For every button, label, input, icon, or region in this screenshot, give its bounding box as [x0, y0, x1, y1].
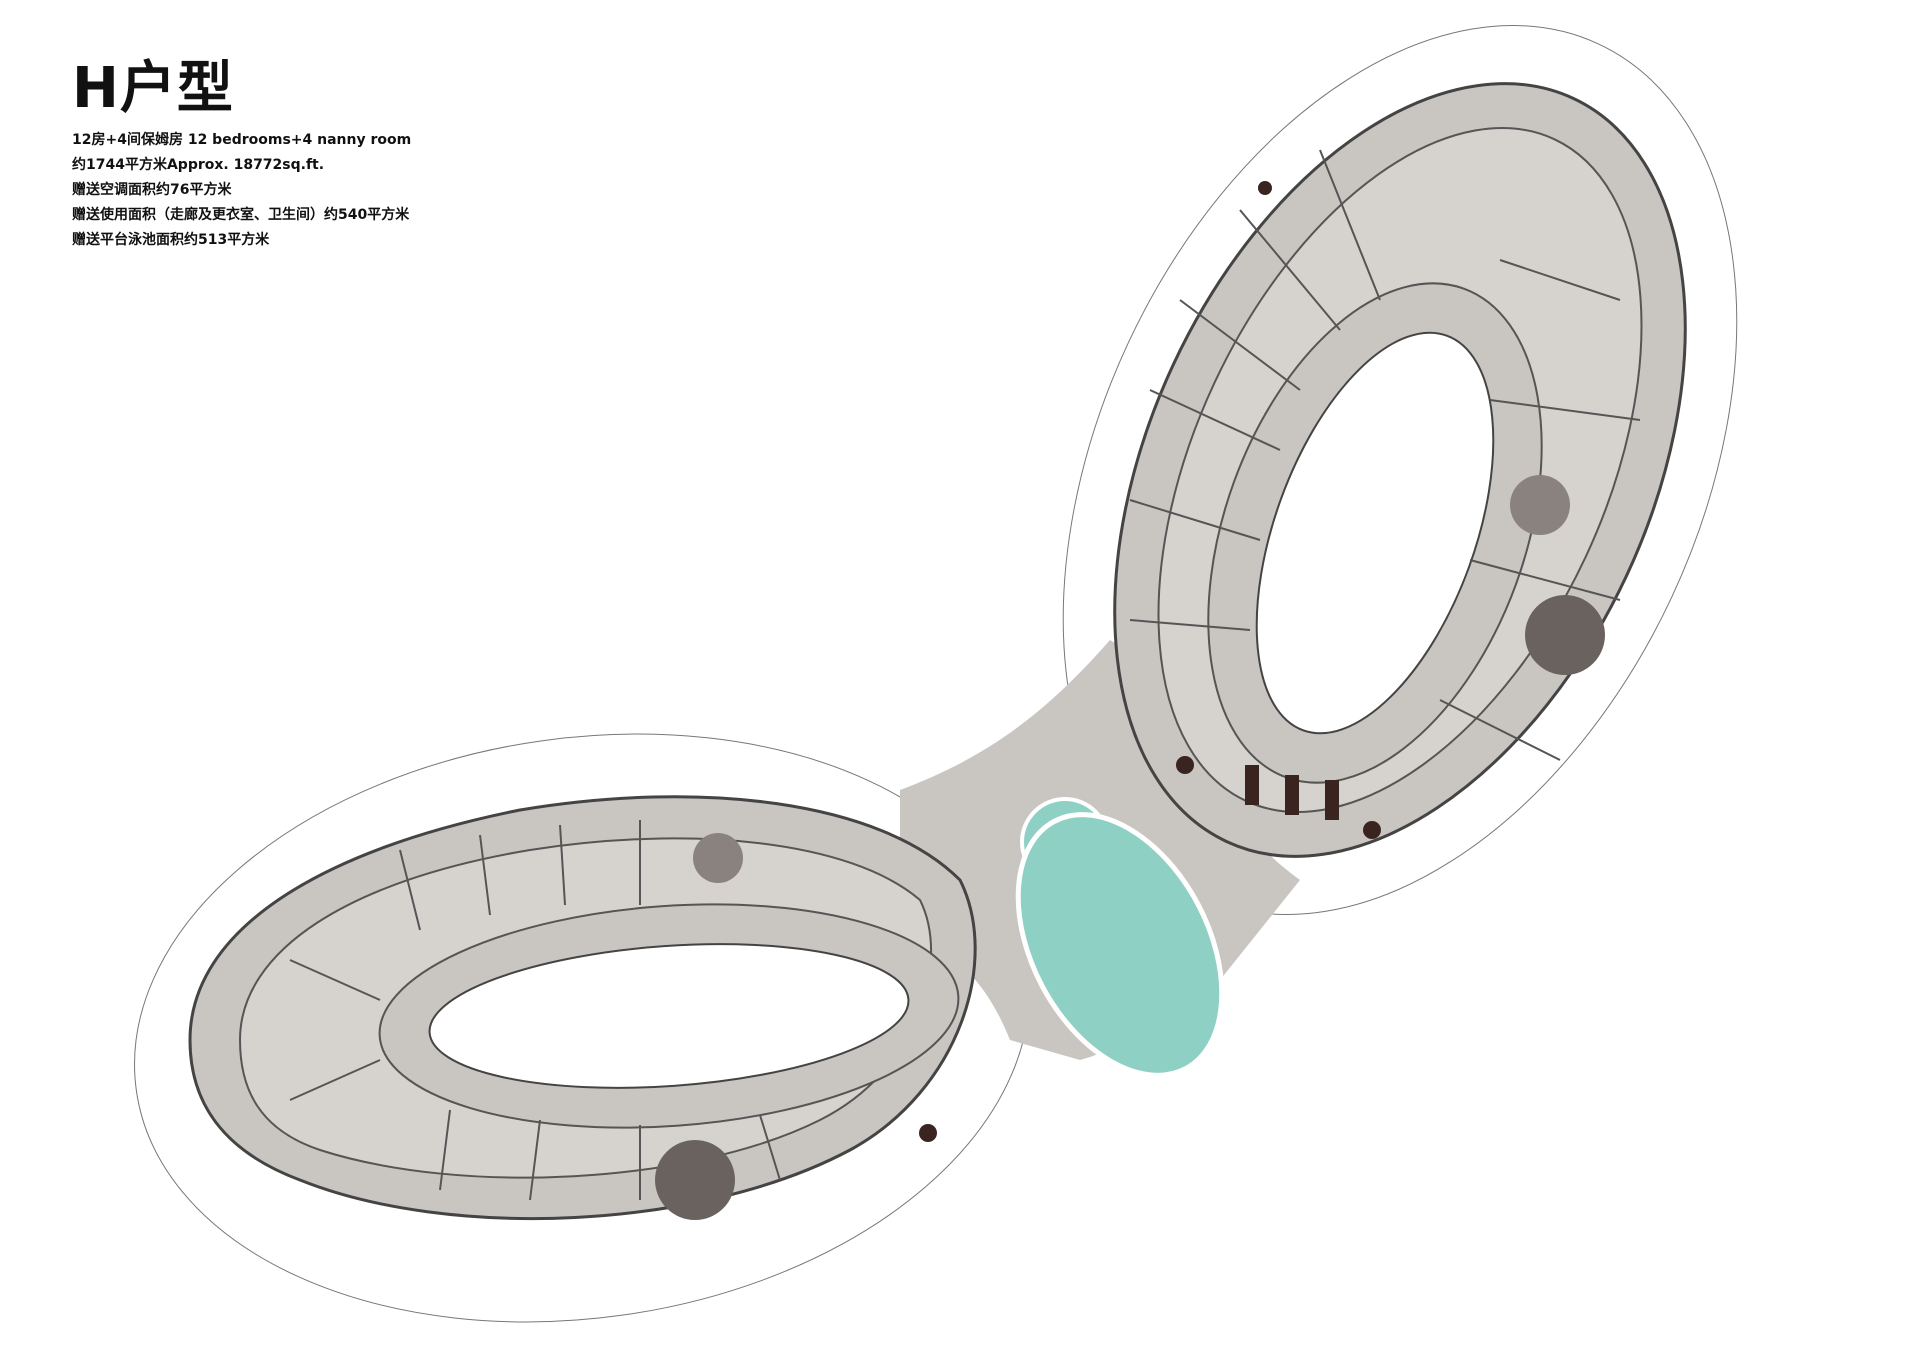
room-count: 12房+4间保姆房 12 bedrooms+4 nanny room: [72, 132, 412, 148]
bonus-use-area: 赠送使用面积（走廊及更衣室、卫生间）约540平方米: [72, 207, 410, 223]
right-wing: [1113, 82, 1687, 858]
terrace-pool-area: 赠送平台泳池面积约513平方米: [72, 232, 270, 248]
unit-type-title: H户型: [72, 56, 234, 121]
structural-columns: [919, 181, 1381, 1142]
plan-header: H户型 12房+4间保姆房 12 bedrooms+4 nanny room 约…: [72, 58, 411, 253]
area-total: 约1744平方米Approx. 18772sq.ft.: [72, 157, 325, 173]
ac-area: 赠送空调面积约76平方米: [72, 182, 232, 198]
swimming-pool: [1015, 797, 1225, 1078]
left-wing: [188, 795, 977, 1221]
